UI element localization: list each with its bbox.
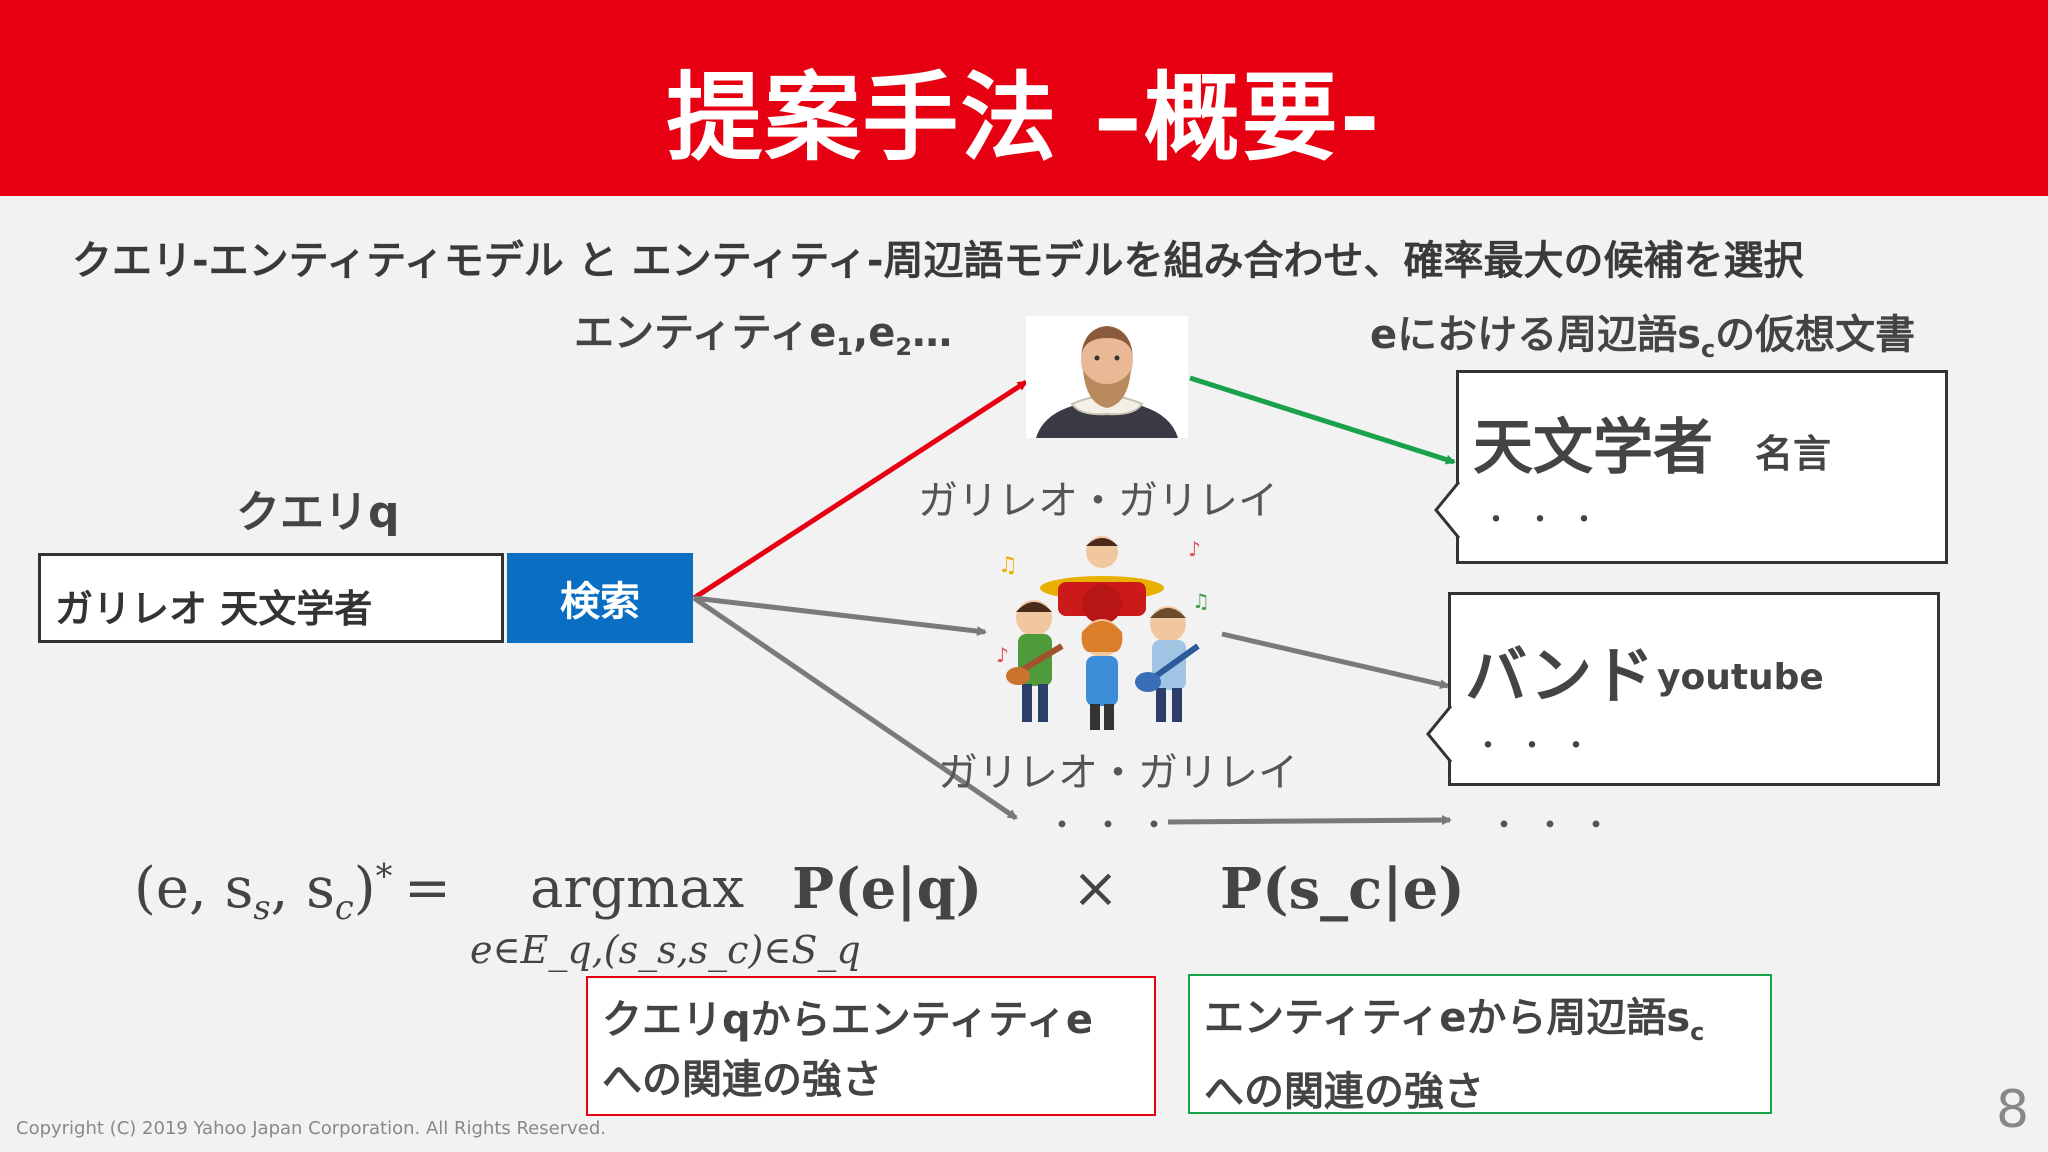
svg-text:♪: ♪ bbox=[996, 643, 1009, 667]
search-button[interactable]: 検索 bbox=[507, 553, 693, 643]
more-entities-dots: ・・・ bbox=[1046, 806, 1185, 844]
doc-1-main: 天文学者 bbox=[1473, 413, 1713, 483]
explain-query-entity: クエリqからエンティティe への関連の強さ bbox=[586, 976, 1156, 1116]
query-value: ガリレオ 天文学者 bbox=[55, 587, 373, 631]
arrow-query-to-more bbox=[692, 595, 1018, 821]
doc-2-sub: youtube bbox=[1657, 657, 1824, 698]
svg-text:♫: ♫ bbox=[998, 553, 1018, 578]
copyright-notice: Copyright (C) 2019 Yahoo Japan Corporati… bbox=[16, 1118, 606, 1139]
doc-2-dots: ・・・ bbox=[1473, 729, 1605, 764]
arrow-galileo-to-doc bbox=[1189, 375, 1456, 465]
doc-1-pointer bbox=[1434, 481, 1460, 539]
entity-name-2: ガリレオ・ガリレイ bbox=[938, 750, 1298, 796]
formula-argmax: argmax bbox=[530, 856, 745, 921]
doc-2-pointer bbox=[1426, 705, 1452, 763]
formula-p-s-given-e: P(s_c|e) bbox=[1220, 856, 1465, 922]
explain-1-line1: クエリqからエンティティe bbox=[602, 997, 1093, 1043]
arrow-band-to-doc bbox=[1221, 631, 1450, 690]
band-illustration-icon: ♫ ♪ ♫ ♪ bbox=[996, 536, 1210, 730]
explain-2-line1: エンティティeから周辺語sc bbox=[1204, 995, 1705, 1046]
doc-1-dots: ・・・ bbox=[1481, 503, 1613, 538]
query-input[interactable]: ガリレオ 天文学者 bbox=[38, 553, 504, 643]
formula-argmax-subscript: e∈E_q,(s_s,s_c)∈S_q bbox=[470, 928, 861, 972]
more-docs-dots: ・・・ bbox=[1488, 806, 1627, 844]
virtual-doc-label: eにおける周辺語scの仮想文書 bbox=[1370, 312, 1916, 363]
formula-equals: = bbox=[404, 856, 451, 921]
entity-name-1: ガリレオ・ガリレイ bbox=[918, 478, 1278, 524]
slide-subtitle: クエリ-エンティティモデル と エンティティ-周辺語モデルを組み合わせ、確率最大… bbox=[72, 238, 1804, 284]
title-banner bbox=[0, 0, 2048, 196]
explain-1-line2: への関連の強さ bbox=[602, 1057, 882, 1103]
virtual-doc-1: 天文学者 名言 ・・・ bbox=[1456, 370, 1948, 564]
arrow-query-to-band bbox=[693, 595, 987, 637]
explain-entity-word: エンティティeから周辺語sc への関連の強さ bbox=[1188, 974, 1772, 1115]
virtual-doc-2: バンド youtube ・・・ bbox=[1448, 592, 1940, 786]
explain-2-line2: への関連の強さ bbox=[1204, 1069, 1484, 1115]
doc-1-sub: 名言 bbox=[1755, 432, 1832, 476]
galileo-portrait-icon bbox=[1026, 316, 1188, 438]
doc-2-main: バンド bbox=[1465, 639, 1655, 712]
page-number: 8 bbox=[1996, 1080, 2030, 1140]
svg-text:♪: ♪ bbox=[1188, 537, 1201, 561]
query-label: クエリq bbox=[236, 487, 400, 538]
entity-label: エンティティe1,e2… bbox=[574, 310, 953, 361]
formula-lhs: (e, ss, sc)* bbox=[134, 856, 393, 928]
arrow-more-to-more bbox=[1167, 815, 1452, 826]
slide-title: 提案手法 –概要- bbox=[666, 62, 1382, 174]
formula-p-e-given-q: P(e|q) bbox=[792, 856, 983, 922]
arrow-query-to-galileo bbox=[692, 379, 1028, 601]
svg-text:♫: ♫ bbox=[1192, 589, 1210, 613]
formula-times: × bbox=[1072, 856, 1119, 921]
